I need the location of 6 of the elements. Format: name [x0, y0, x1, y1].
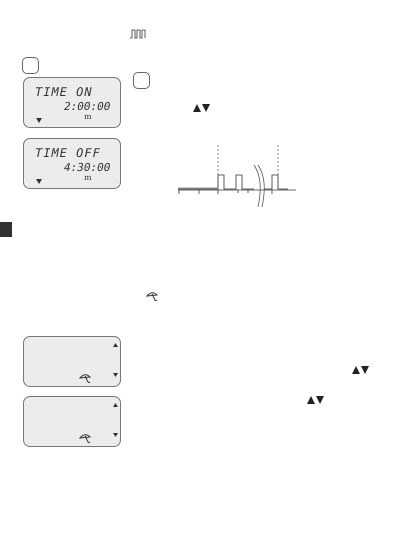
lcd-text: TIME ON — [35, 86, 93, 99]
lcd-digits: 2:00:00 — [64, 100, 110, 113]
lcd-text: TIME OFF — [35, 147, 101, 160]
lcd-digits: 4:30:00 — [64, 161, 110, 174]
lcd-unit: m — [84, 112, 92, 121]
lcd-unit: m — [84, 173, 92, 182]
